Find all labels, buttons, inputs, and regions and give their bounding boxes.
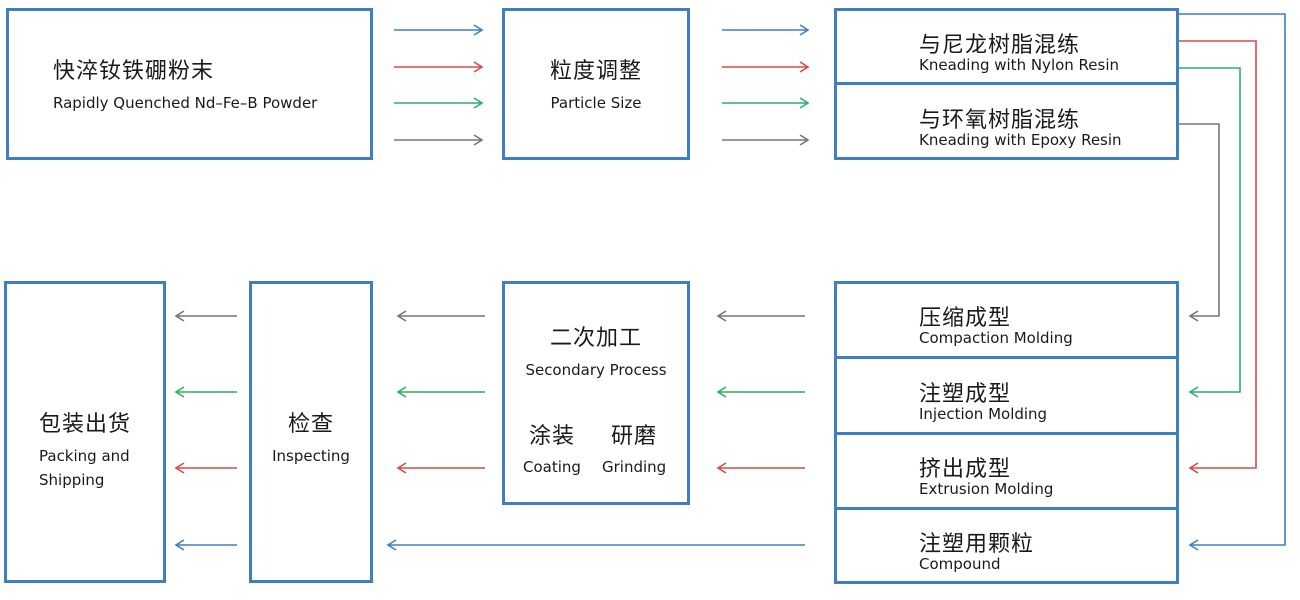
- compaction-molding-box: 压缩成型 Compaction Molding: [834, 281, 1179, 359]
- inspecting-box: 检查 Inspecting: [249, 281, 373, 583]
- secondary-process-cn: 二次加工: [549, 326, 642, 351]
- connector-green: [1178, 67, 1241, 398]
- particle-size-box: 粒度调整 Particle Size: [502, 8, 690, 160]
- kneading-nylon-en: Kneading with Nylon Resin: [919, 56, 1120, 74]
- compaction-molding-en: Compaction Molding: [919, 329, 1073, 347]
- kneading-nylon-cn: 与尼龙树脂混练: [919, 33, 1081, 58]
- packing-box: 包装出货 Packing and Shipping: [4, 281, 166, 583]
- extrusion-molding-cn: 挤出成型: [919, 457, 1012, 482]
- connector-blue: [1178, 13, 1286, 551]
- coating-cn: 涂装: [529, 424, 576, 449]
- packing-cn: 包装出货: [39, 412, 132, 437]
- kneading-nylon-box: 与尼龙树脂混练 Kneading with Nylon Resin: [834, 8, 1179, 85]
- inspecting-cn: 检查: [287, 412, 334, 437]
- secondary-process-box: 二次加工 Secondary Process 涂装 Coating 研磨 Gri…: [502, 281, 690, 505]
- kneading-epoxy-en: Kneading with Epoxy Resin: [919, 131, 1122, 149]
- kneading-epoxy-cn: 与环氧树脂混练: [919, 108, 1081, 133]
- connector-red: [1178, 40, 1257, 474]
- compound-box: 注塑用颗粒 Compound: [834, 507, 1179, 584]
- particle-size-cn: 粒度调整: [549, 59, 642, 84]
- connector-gray: [1178, 123, 1220, 322]
- raw-powder-box: 快淬钕铁硼粉末 Rapidly Quenched Nd–Fe–B Powder: [6, 8, 373, 160]
- packing-en-line1: Packing and: [39, 447, 130, 465]
- compound-cn: 注塑用颗粒: [919, 532, 1035, 557]
- coating-en: Coating: [523, 458, 581, 476]
- compaction-molding-cn: 压缩成型: [919, 306, 1012, 331]
- raw-powder-en: Rapidly Quenched Nd–Fe–B Powder: [53, 94, 318, 112]
- packing-en-line2: Shipping: [39, 471, 105, 489]
- grinding-cn: 研磨: [611, 424, 658, 449]
- inspecting-en: Inspecting: [272, 447, 350, 465]
- raw-powder-cn: 快淬钕铁硼粉末: [53, 59, 215, 84]
- injection-molding-box: 注塑成型 Injection Molding: [834, 356, 1179, 435]
- injection-molding-en: Injection Molding: [919, 405, 1048, 423]
- secondary-process-en: Secondary Process: [525, 361, 667, 379]
- extrusion-molding-box: 挤出成型 Extrusion Molding: [834, 432, 1179, 510]
- particle-size-en: Particle Size: [550, 94, 642, 112]
- kneading-epoxy-box: 与环氧树脂混练 Kneading with Epoxy Resin: [834, 82, 1179, 160]
- extrusion-molding-en: Extrusion Molding: [919, 480, 1054, 498]
- injection-molding-cn: 注塑成型: [919, 382, 1012, 407]
- compound-en: Compound: [919, 555, 1001, 573]
- grinding-en: Grinding: [602, 458, 667, 476]
